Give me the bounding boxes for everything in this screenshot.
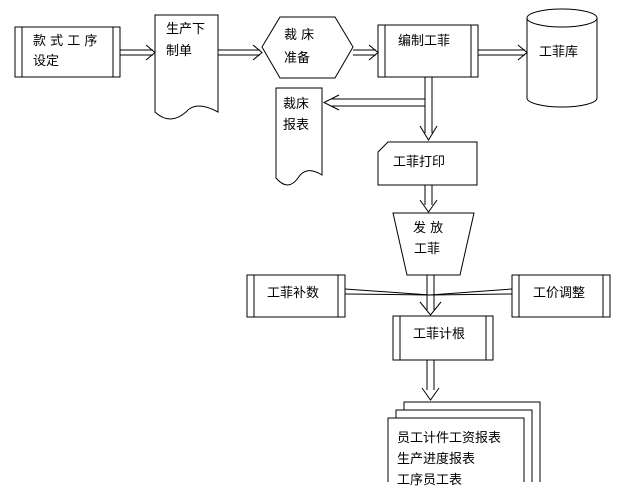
cutting-report-line1: 裁床 — [283, 97, 310, 112]
ticket-supplement-box — [246, 274, 346, 318]
connectors — [120, 44, 528, 401]
wage-adjust-label: 工价调整 — [533, 286, 586, 301]
compile-tickets-label: 编制工菲 — [398, 34, 451, 49]
reports-line3: 工序员工表 — [397, 473, 463, 488]
ticket-count-box — [392, 315, 494, 361]
cutting-prep-line1: 裁 床 — [284, 28, 315, 43]
production-order-line2: 制单 — [166, 44, 193, 59]
ticket-supplement-label: 工菲补数 — [267, 286, 320, 301]
issue-tickets-line1: 发 放 — [413, 221, 444, 236]
style-process-setup-line2: 设定 — [33, 54, 60, 69]
production-order-document — [154, 14, 219, 120]
style-process-setup-line1: 款 式 工 序 — [33, 34, 98, 49]
reports-line2: 生产进度报表 — [397, 452, 476, 467]
cutting-report-line2: 报表 — [283, 118, 310, 133]
issue-tickets-line2: 工菲 — [414, 242, 441, 257]
reports-stacked-documents — [387, 401, 541, 482]
ticket-library-cylinder — [526, 8, 598, 108]
ticket-print-card — [377, 141, 478, 186]
issue-tickets-trapezoid — [392, 212, 475, 276]
wage-adjust-box — [511, 274, 611, 318]
production-order-line1: 生产下 — [166, 22, 206, 37]
cutting-prep-line2: 准备 — [284, 51, 311, 66]
compile-tickets-box — [377, 24, 479, 78]
ticket-library-label: 工菲库 — [539, 45, 579, 60]
style-process-setup-box — [14, 26, 121, 78]
cutting-prep-hexagon — [261, 16, 354, 79]
cutting-report-document — [275, 87, 323, 186]
ticket-print-label: 工菲打印 — [393, 155, 446, 170]
reports-line1: 员工计件工资报表 — [397, 431, 502, 446]
ticket-count-label: 工菲计根 — [413, 327, 466, 342]
